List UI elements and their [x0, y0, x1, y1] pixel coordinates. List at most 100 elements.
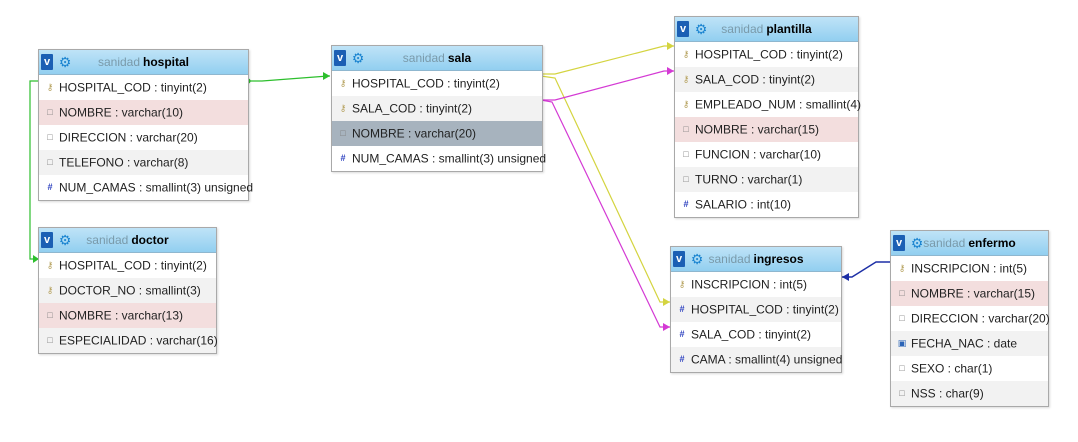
numeric-icon: # — [683, 199, 689, 210]
column-row[interactable]: ⚷INSCRIPCION : int(5) — [671, 272, 841, 297]
table-name: plantilla — [766, 22, 812, 36]
column-row[interactable]: #NUM_CAMAS : smallint(3) unsigned — [332, 146, 546, 171]
gear-icon[interactable]: ⚙ — [351, 50, 365, 66]
column-label: HOSPITAL_COD : tinyint(2) — [695, 47, 843, 62]
toggle-button[interactable]: v — [677, 21, 689, 37]
table-name: ingresos — [753, 252, 804, 266]
column-row[interactable]: ⚷EMPLEADO_NUM : smallint(4) — [675, 92, 862, 117]
column-row[interactable]: #CAMA : smallint(4) unsigned — [671, 347, 842, 372]
toggle-button[interactable]: v — [893, 235, 905, 251]
column-label: TELEFONO : varchar(8) — [59, 155, 189, 170]
column-row[interactable]: □NOMBRE : varchar(15) — [675, 117, 858, 142]
relation-hospital-doctor — [29, 80, 39, 263]
column-icon: □ — [47, 107, 53, 118]
column-row[interactable]: ⚷HOSPITAL_COD : tinyint(2) — [332, 71, 542, 96]
schema-name: sanidad — [97, 55, 141, 69]
column-row[interactable]: □ ESPECIALIDAD : varchar(16) — [39, 328, 218, 353]
column-row[interactable]: □DIRECCION : varchar(20) — [39, 125, 248, 150]
toggle-button[interactable]: v — [41, 54, 53, 70]
column-row[interactable]: □TURNO : varchar(1) — [675, 167, 858, 192]
numeric-icon: # — [679, 354, 685, 365]
column-label: SALA_COD : tinyint(2) — [695, 72, 816, 87]
column-row[interactable]: □NSS : char(9) — [891, 381, 1048, 406]
column-label: NOMBRE : varchar(15) — [911, 286, 1036, 301]
column-row[interactable]: ⚷ INSCRIPCION : int(5) — [891, 256, 1048, 281]
key-icon: ⚷ — [898, 263, 906, 274]
column-row[interactable]: #SALA_COD : tinyint(2) — [671, 322, 841, 347]
key-icon: ⚷ — [682, 49, 690, 60]
date-icon: ▣ — [897, 338, 907, 349]
column-icon: □ — [899, 363, 905, 374]
column-label: DOCTOR_NO : smallint(3) — [59, 283, 201, 298]
column-icon: □ — [47, 132, 53, 143]
key-icon: ⚷ — [339, 78, 347, 89]
column-icon: □ — [899, 288, 905, 299]
column-row[interactable]: □NOMBRE : varchar(13) — [39, 303, 216, 328]
column-label: FUNCION : varchar(10) — [695, 147, 822, 162]
schema-name: sanidad — [708, 252, 751, 266]
relation-enfermo-ingresos — [842, 261, 890, 281]
column-row[interactable]: #NUM_CAMAS : smallint(3) unsigned — [39, 175, 253, 200]
column-label: NOMBRE : varchar(20) — [352, 126, 477, 141]
column-label: EMPLEADO_NUM : smallint(4) — [695, 97, 862, 112]
column-icon: □ — [683, 174, 689, 185]
column-icon: □ — [683, 149, 689, 160]
toggle-button[interactable]: v — [41, 232, 53, 248]
column-icon: □ — [47, 335, 53, 346]
schema-name: sanidad — [923, 236, 966, 250]
gear-icon[interactable]: ⚙ — [694, 21, 708, 37]
column-row[interactable]: ⚷ DOCTOR_NO : smallint(3) — [39, 278, 216, 303]
column-row[interactable]: # HOSPITAL_COD : tinyint(2) — [671, 297, 841, 322]
column-label: HOSPITAL_COD : tinyint(2) — [59, 80, 207, 95]
toggle-button[interactable]: v — [673, 251, 685, 267]
key-icon: ⚷ — [46, 285, 54, 296]
column-row[interactable]: □ FUNCION : varchar(10) — [675, 142, 858, 167]
gear-icon[interactable]: ⚙ — [690, 251, 704, 267]
column-label: INSCRIPCION : int(5) — [911, 261, 1028, 276]
gear-icon[interactable]: ⚙ — [58, 232, 72, 248]
column-row[interactable]: ⚷SALA_COD : tinyint(2) — [332, 96, 542, 121]
key-icon: ⚷ — [46, 82, 54, 93]
key-icon: ⚷ — [678, 279, 686, 290]
numeric-icon: # — [47, 182, 53, 193]
column-row[interactable]: □ NOMBRE : varchar(15) — [891, 281, 1048, 306]
relation-hospital-sala — [245, 72, 330, 84]
column-row[interactable]: #SALARIO : int(10) — [675, 192, 858, 217]
key-icon: ⚷ — [46, 260, 54, 271]
column-row[interactable]: ⚷ HOSPITAL_COD : tinyint(2) — [675, 42, 858, 67]
column-row[interactable]: □ NOMBRE : varchar(10) — [39, 100, 248, 125]
column-label: HOSPITAL_COD : tinyint(2) — [691, 302, 839, 317]
toggle-button[interactable]: v — [334, 50, 346, 66]
column-row[interactable]: □ NOMBRE : varchar(20) — [332, 121, 542, 146]
gear-icon[interactable]: ⚙ — [910, 235, 924, 251]
column-row[interactable]: □SEXO : char(1) — [891, 356, 1048, 381]
column-row[interactable]: ▣FECHA_NAC : date — [891, 331, 1048, 356]
column-row[interactable]: □TELEFONO : varchar(8) — [39, 150, 248, 175]
column-row[interactable]: □DIRECCION : varchar(20) — [891, 306, 1050, 331]
column-label: NUM_CAMAS : smallint(3) unsigned — [352, 151, 547, 166]
column-row[interactable]: ⚷SALA_COD : tinyint(2) — [675, 67, 858, 92]
column-row[interactable]: ⚷HOSPITAL_COD : tinyint(2) — [39, 253, 216, 278]
column-label: NOMBRE : varchar(13) — [59, 308, 184, 323]
column-row[interactable]: ⚷ HOSPITAL_COD : tinyint(2) — [39, 75, 248, 100]
column-icon: □ — [340, 128, 346, 139]
column-label: NOMBRE : varchar(10) — [59, 105, 184, 120]
column-label: ESPECIALIDAD : varchar(16) — [59, 333, 218, 348]
numeric-icon: # — [679, 304, 685, 315]
column-label: DIRECCION : varchar(20) — [911, 311, 1050, 326]
table-name: doctor — [131, 233, 169, 247]
gear-icon[interactable]: ⚙ — [58, 54, 72, 70]
schema-name: sanidad — [402, 51, 445, 65]
